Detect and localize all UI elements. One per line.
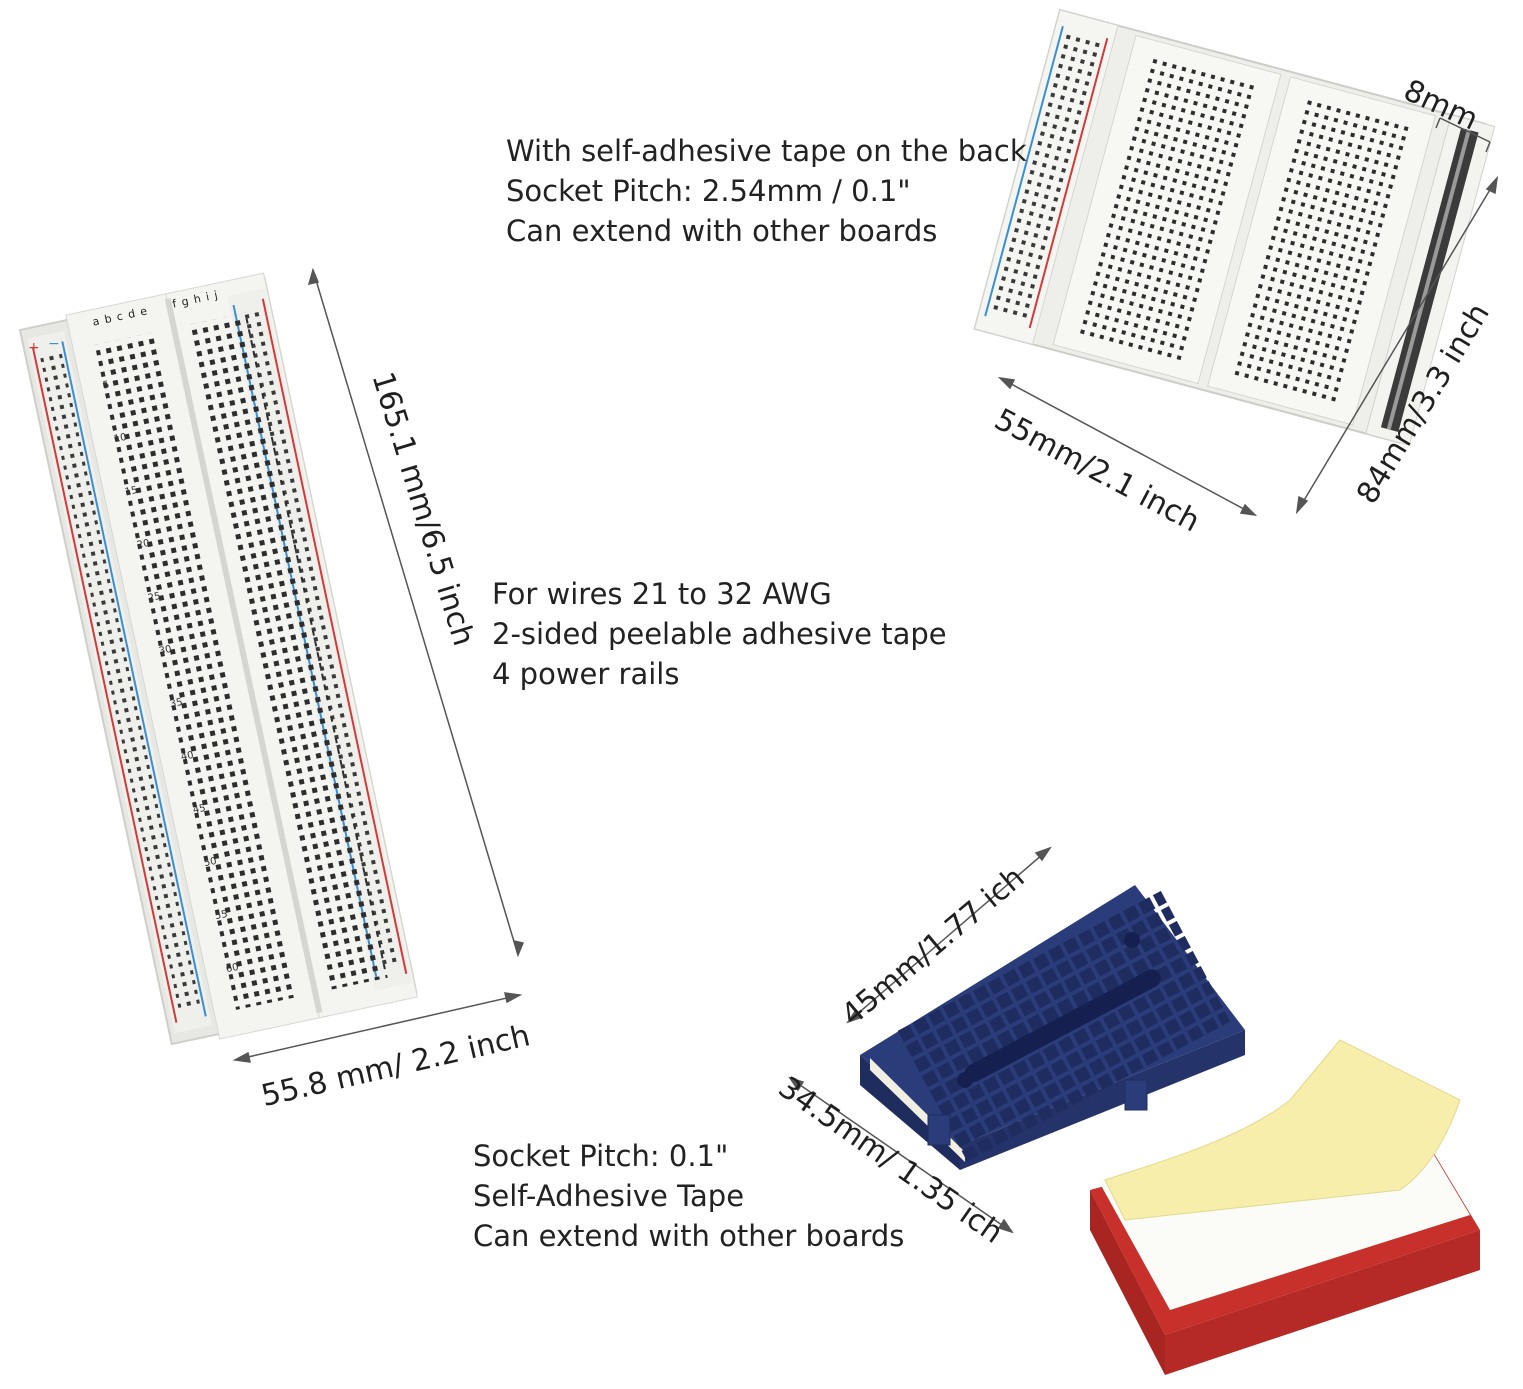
feature-line: Socket Pitch: 2.54mm / 0.1" [506,174,911,208]
full-width-dimension-line [232,992,523,1063]
full-board-plus-label: + [28,340,40,356]
feature-line: With self-adhesive tape on the back [506,134,1027,168]
half-gap-dimension-line [1435,117,1491,153]
feature-line: For wires 21 to 32 AWG [492,577,832,611]
adhesive-tape-sheet [1104,1039,1461,1221]
half-rail-blue [984,26,1064,317]
half-length-dimension-line [1295,175,1499,515]
mini-breadboard-blue [860,885,1245,1170]
mini-length-dimension-line [846,846,1052,1024]
full-breadboard [18,272,418,1046]
feature-line: 4 power rails [492,657,680,691]
mini-width-dimension-line [788,1076,1014,1234]
full-rail-blue-left [61,341,207,1017]
feature-line: Can extend with other boards [473,1219,905,1253]
feature-line: Socket Pitch: 0.1" [473,1139,729,1173]
half-rail-red [1028,37,1109,329]
full-board-features: For wires 21 to 32 AWG 2-sided peelable … [492,574,947,694]
full-length-dimension-line [307,267,525,958]
full-rail-red-right [261,298,408,974]
full-rail-red-left [31,347,178,1023]
half-width-dimension-line [997,376,1258,517]
half-board-features: With self-adhesive tape on the back Sock… [506,131,1027,251]
feature-line: Can extend with other boards [506,214,938,248]
mini-board-features: Socket Pitch: 0.1" Self-Adhesive Tape Ca… [473,1136,904,1256]
feature-line: Self-Adhesive Tape [473,1179,745,1213]
half-breadboard [973,8,1496,446]
feature-line: 2-sided peelable adhesive tape [492,617,947,651]
full-board-minus-label: − [48,336,60,352]
